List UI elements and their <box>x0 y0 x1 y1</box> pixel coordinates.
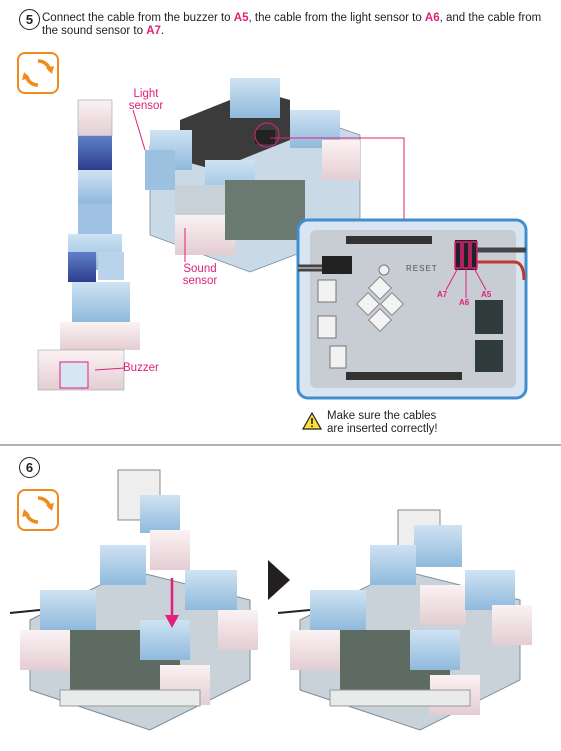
rotate-icon <box>17 489 59 531</box>
warning-line2: are inserted correctly! <box>327 423 438 435</box>
step5-instruction: Connect the cable from the buzzer to A5,… <box>42 12 552 37</box>
board-closeup <box>296 218 528 400</box>
step6-illustrations <box>9 469 532 731</box>
sound-sensor-label: Sound sensor <box>173 263 227 287</box>
pin-a7-label: A7 <box>437 290 448 299</box>
light-sensor-line1: Light <box>133 88 159 100</box>
warning-line1: Make sure the cables <box>327 410 437 422</box>
rotate-icon <box>17 52 59 94</box>
step6-model-after <box>277 509 532 731</box>
sound-sensor-line2: sensor <box>182 275 218 287</box>
step5-number: 5 <box>19 9 40 30</box>
pin-a6-label: A6 <box>459 298 470 307</box>
instruction-text-2: , the cable from the light sensor to <box>248 12 425 24</box>
instruction-pin-a7: A7 <box>146 24 161 37</box>
arrow-right-icon <box>268 560 290 600</box>
pin-a5-label: A5 <box>481 290 492 299</box>
instruction-pin-a6: A6 <box>424 12 440 24</box>
light-sensor-line2: sensor <box>128 100 164 112</box>
reset-label: RESET <box>406 264 438 273</box>
sound-sensor-line1: Sound <box>183 263 217 275</box>
warning-icon <box>301 411 323 435</box>
arrow-down-icon <box>165 578 179 628</box>
instruction-text-6: . <box>160 24 165 37</box>
warning-text: Make sure the cables are inserted correc… <box>327 410 438 436</box>
step5-robot-illustration <box>37 78 528 400</box>
instruction-text-4: , and the cable from the sound sensor to <box>42 12 542 37</box>
step6-model-before <box>9 469 258 731</box>
step6-number: 6 <box>19 457 40 478</box>
instruction-text-0: Connect the cable from the buzzer to <box>42 12 234 24</box>
buzzer-label: Buzzer <box>123 362 159 374</box>
light-sensor-label: Light sensor <box>121 88 171 112</box>
section-divider <box>0 444 561 446</box>
instruction-pin-a5: A5 <box>233 12 249 24</box>
tower-assembly <box>37 99 140 391</box>
